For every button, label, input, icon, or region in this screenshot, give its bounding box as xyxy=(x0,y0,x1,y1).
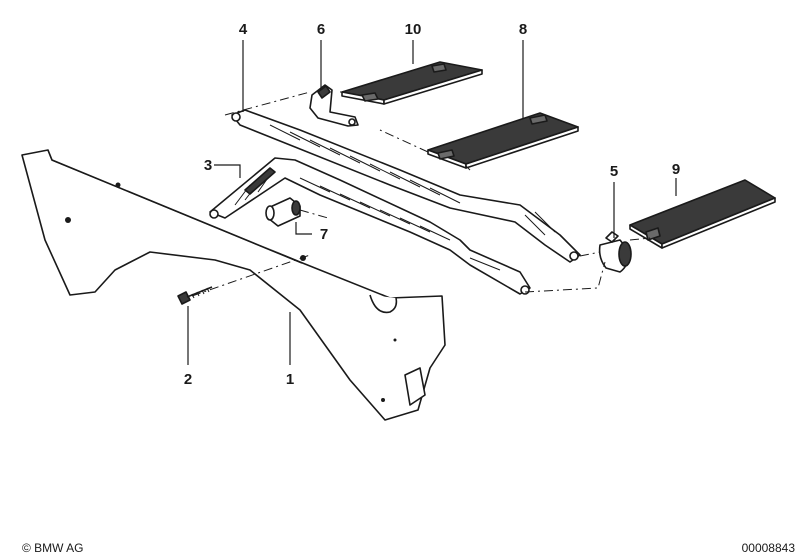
callout-labels: 4 6 10 8 3 5 9 7 2 1 xyxy=(184,21,680,388)
callout-6: 6 xyxy=(317,21,325,38)
callout-9: 9 xyxy=(672,161,680,178)
callout-1: 1 xyxy=(286,371,294,388)
side-panel-part-1 xyxy=(21,149,446,421)
leader-lines xyxy=(187,40,677,365)
callout-8: 8 xyxy=(519,21,527,38)
pad-part-10 xyxy=(341,61,483,105)
pad-part-9 xyxy=(629,179,776,249)
callout-7: 7 xyxy=(320,226,328,243)
callout-3: 3 xyxy=(204,157,212,174)
bushing-part-7 xyxy=(265,197,301,227)
assembly-lines xyxy=(191,91,651,297)
hinge-bracket-part-6 xyxy=(309,84,359,127)
screw-part-2 xyxy=(177,286,213,305)
pad-part-8 xyxy=(427,112,579,169)
callout-5: 5 xyxy=(610,163,618,180)
callout-10: 10 xyxy=(405,21,422,38)
copyright-text: © BMW AG xyxy=(22,541,84,555)
drawing-number: 00008843 xyxy=(742,541,796,555)
callout-4: 4 xyxy=(239,21,248,38)
lattice-frame-part-4 xyxy=(231,109,581,263)
clip-part-5 xyxy=(598,231,632,273)
callout-2: 2 xyxy=(184,371,192,388)
